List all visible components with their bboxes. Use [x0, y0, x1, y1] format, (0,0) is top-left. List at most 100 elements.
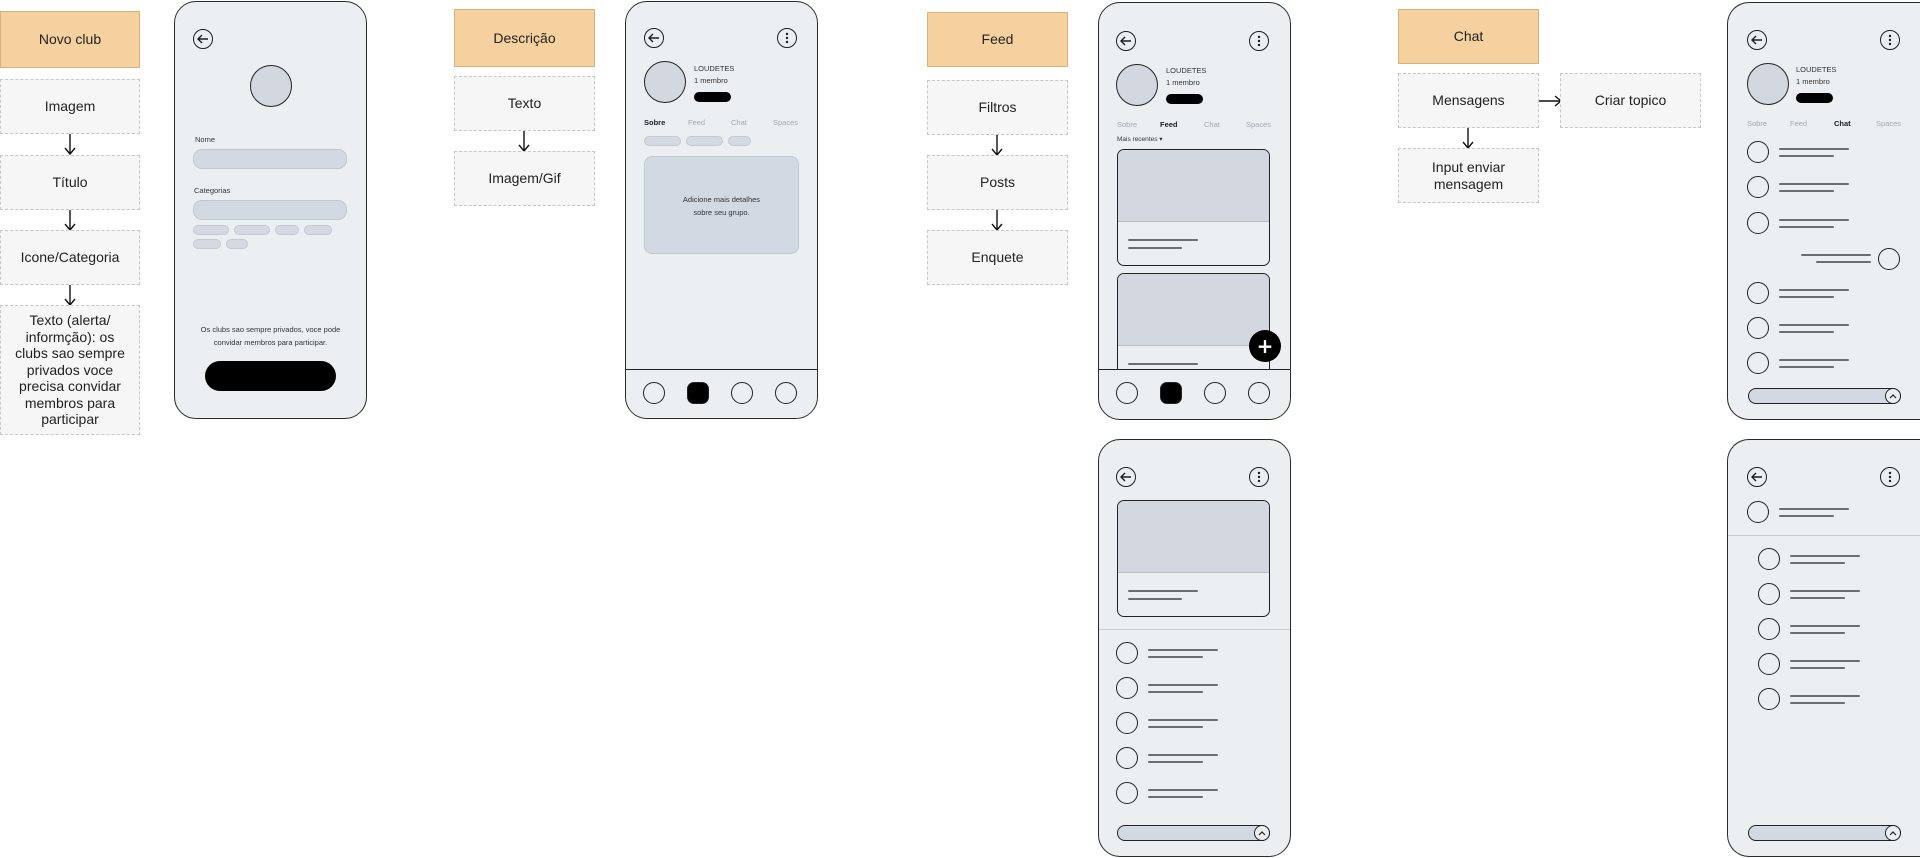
flow-step-chat: Chat	[1398, 9, 1539, 64]
topic-avatar	[1747, 501, 1769, 523]
description-chip	[644, 136, 681, 146]
nav-item[interactable]	[775, 382, 797, 404]
tab-chat[interactable]: Chat	[1834, 119, 1851, 128]
post-image	[1118, 150, 1269, 223]
category-chip[interactable]	[275, 225, 299, 235]
message-avatar	[1747, 317, 1769, 339]
message-avatar	[1747, 176, 1769, 198]
tab-sobre[interactable]: Sobre	[644, 118, 666, 127]
arrow-left-icon[interactable]	[1116, 467, 1136, 487]
reply-line	[1790, 597, 1845, 599]
flow-step-icone-categoria: Icone/Categoria	[0, 230, 140, 285]
step-label: Imagem	[44, 98, 96, 115]
member-count: 1 membro	[1796, 77, 1830, 86]
message-line	[1779, 359, 1849, 361]
more-vertical-icon[interactable]	[1880, 467, 1900, 487]
reply-input[interactable]	[1748, 825, 1901, 841]
reply-avatar	[1758, 583, 1780, 605]
tab-sobre[interactable]: Sobre	[1117, 120, 1138, 129]
group-action-button[interactable]	[694, 92, 731, 102]
comment-avatar	[1116, 712, 1138, 734]
nav-item[interactable]	[1248, 382, 1270, 404]
categories-label: Categorias	[194, 186, 231, 195]
tab-spaces[interactable]: Spaces	[1876, 119, 1902, 128]
tab-chat[interactable]: Chat	[1204, 120, 1220, 129]
reply-avatar	[1758, 548, 1780, 570]
comment-input[interactable]	[1117, 825, 1270, 841]
arrow-left-icon[interactable]	[1116, 31, 1136, 51]
category-chip[interactable]	[234, 225, 270, 235]
post-text-line	[1128, 590, 1198, 592]
bottom-nav	[626, 369, 817, 418]
nav-item-active[interactable]	[1160, 382, 1182, 404]
feed-post-card[interactable]	[1117, 149, 1270, 266]
comment-line	[1148, 684, 1218, 686]
tab-feed[interactable]: Feed	[688, 118, 706, 127]
step-label: Título	[52, 174, 88, 191]
chevron-up-icon[interactable]	[1254, 825, 1270, 841]
arrow-down-icon	[991, 135, 1003, 157]
more-vertical-icon[interactable]	[777, 28, 797, 48]
chevron-up-icon[interactable]	[1885, 825, 1901, 841]
message-avatar	[1747, 212, 1769, 234]
category-chip[interactable]	[193, 225, 229, 235]
step-label: Texto (alerta/ informção): os clubs sao …	[15, 312, 125, 428]
arrow-left-icon[interactable]	[1747, 467, 1767, 487]
more-vertical-icon[interactable]	[1249, 467, 1269, 487]
nav-item[interactable]	[643, 382, 665, 404]
step-label: Enquete	[971, 249, 1024, 266]
nav-item-active[interactable]	[687, 382, 709, 404]
more-vertical-icon[interactable]	[1880, 30, 1900, 50]
step-label: Texto	[507, 95, 542, 112]
arrow-down-icon	[1462, 128, 1474, 150]
arrow-left-icon[interactable]	[644, 28, 664, 48]
nav-item[interactable]	[1116, 382, 1138, 404]
message-input[interactable]	[1748, 388, 1901, 404]
flow-step-posts: Posts	[927, 155, 1068, 210]
group-action-button[interactable]	[1166, 94, 1203, 104]
message-line	[1779, 324, 1849, 326]
message-line	[1779, 296, 1834, 298]
arrow-left-icon[interactable]	[193, 29, 213, 49]
member-count: 1 membro	[1166, 78, 1200, 87]
chevron-up-icon[interactable]	[1885, 388, 1901, 404]
flow-step-imagem: Imagem	[0, 79, 140, 134]
comment-line	[1148, 649, 1218, 651]
message-line	[1779, 190, 1834, 192]
name-input[interactable]	[193, 149, 347, 169]
message-avatar	[1747, 282, 1769, 304]
step-label: Mensagens	[1432, 92, 1505, 109]
arrow-left-icon[interactable]	[1747, 30, 1767, 50]
privacy-info-text: convidar membros para participar.	[213, 338, 328, 347]
tab-spaces[interactable]: Spaces	[773, 118, 799, 127]
create-club-button[interactable]	[205, 361, 336, 391]
reply-line	[1790, 555, 1860, 557]
new-post-fab[interactable]: +	[1249, 330, 1281, 362]
feed-filter[interactable]: Mais recentes ▾	[1117, 136, 1163, 143]
reply-line	[1790, 632, 1845, 634]
comment-line	[1148, 656, 1203, 658]
flow-step-texto: Texto	[454, 76, 595, 131]
phone-post-detail	[1098, 439, 1291, 857]
group-name: LOUDETES	[694, 64, 735, 73]
phone-chat: LOUDETES 1 membro Sobre Feed Chat Spaces	[1727, 2, 1920, 420]
category-chip[interactable]	[226, 239, 248, 249]
post-card	[1117, 500, 1270, 617]
tab-feed[interactable]: Feed	[1790, 119, 1808, 128]
nav-item[interactable]	[731, 382, 753, 404]
category-chip[interactable]	[304, 225, 332, 235]
tab-chat[interactable]: Chat	[731, 118, 747, 127]
group-action-button[interactable]	[1796, 93, 1833, 103]
category-chip[interactable]	[193, 239, 221, 249]
comment-avatar	[1116, 677, 1138, 699]
phone-novo-club: Nome Categorias Os clubs sao sempre priv…	[174, 1, 367, 419]
tab-spaces[interactable]: Spaces	[1246, 120, 1272, 129]
more-vertical-icon[interactable]	[1249, 31, 1269, 51]
tab-feed[interactable]: Feed	[1160, 120, 1178, 129]
nav-item[interactable]	[1204, 382, 1226, 404]
add-details-panel[interactable]	[644, 156, 799, 254]
club-image-picker[interactable]	[250, 65, 292, 107]
tab-sobre[interactable]: Sobre	[1747, 119, 1768, 128]
comment-avatar	[1116, 782, 1138, 804]
categories-input[interactable]	[193, 200, 347, 220]
